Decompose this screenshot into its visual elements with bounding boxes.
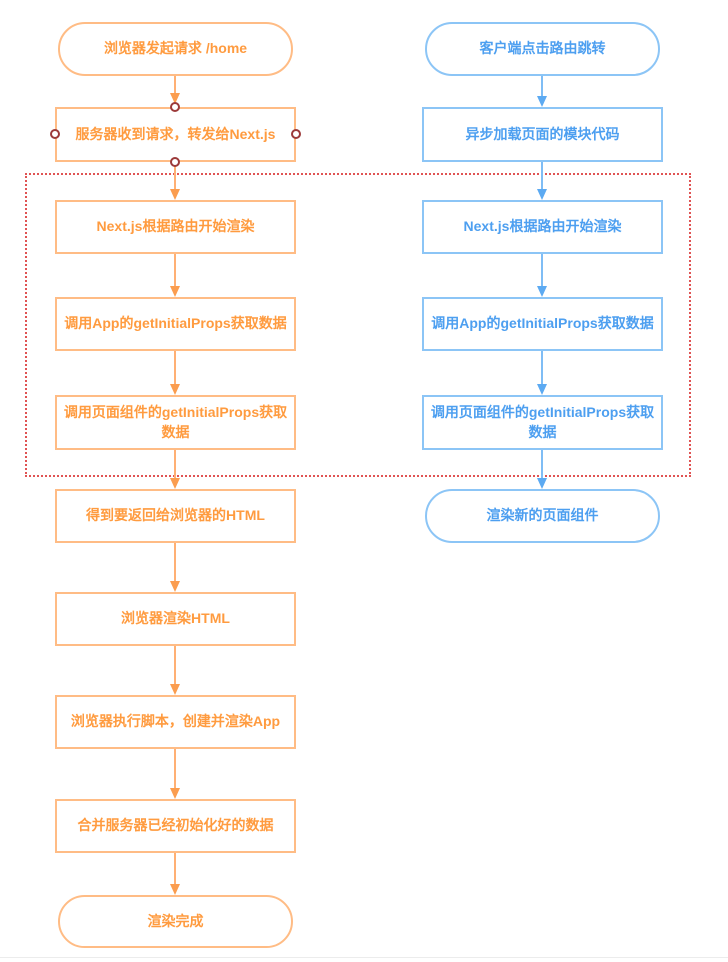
node-app-getinitialprops-client[interactable]: 调用App的getInitialProps获取数据: [422, 297, 663, 351]
selection-handle-top[interactable]: [170, 102, 180, 112]
flow-arrow[interactable]: [170, 254, 180, 297]
node-label: 调用App的getInitialProps获取数据: [431, 315, 654, 332]
node-label: 浏览器渲染HTML: [121, 610, 230, 627]
shared-render-steps-group-outline[interactable]: [25, 173, 691, 477]
node-label: 调用页面组件的getInitialProps获取数据: [63, 403, 288, 440]
node-label: 渲染完成: [147, 912, 204, 929]
node-label: 客户端点击路由跳转: [479, 40, 606, 57]
node-render-complete[interactable]: 渲染完成: [58, 895, 293, 948]
node-merge-server-initialized-data[interactable]: 合并服务器已经初始化好的数据: [55, 799, 296, 853]
node-html-for-browser[interactable]: 得到要返回给浏览器的HTML: [55, 489, 296, 543]
node-page-getinitialprops-client[interactable]: 调用页面组件的getInitialProps获取数据: [422, 395, 663, 450]
flow-arrow[interactable]: [170, 749, 180, 799]
node-label: Next.js根据路由开始渲染: [463, 218, 622, 235]
node-label: 合并服务器已经初始化好的数据: [77, 817, 274, 834]
node-label: Next.js根据路由开始渲染: [96, 218, 255, 235]
flow-arrow[interactable]: [170, 543, 180, 592]
flow-arrow[interactable]: [170, 646, 180, 695]
flow-arrow[interactable]: [170, 76, 180, 104]
node-page-getinitialprops-server[interactable]: 调用页面组件的getInitialProps获取数据: [55, 395, 296, 450]
node-async-load-page-modules[interactable]: 异步加载页面的模块代码: [422, 107, 663, 162]
node-app-getinitialprops-server[interactable]: 调用App的getInitialProps获取数据: [55, 297, 296, 351]
node-label: 浏览器发起请求 /home: [103, 40, 248, 57]
node-label: 服务器收到请求，转发给Next.js: [75, 125, 276, 142]
flow-arrow[interactable]: [170, 162, 180, 200]
flow-arrow[interactable]: [170, 450, 180, 489]
node-browser-request[interactable]: 浏览器发起请求 /home: [58, 22, 293, 76]
node-label: 异步加载页面的模块代码: [465, 125, 620, 142]
node-browser-exec-script-render-app[interactable]: 浏览器执行脚本，创建并渲染App: [55, 695, 296, 749]
selection-handle-bottom[interactable]: [170, 157, 180, 167]
flow-arrow[interactable]: [537, 450, 547, 489]
selection-handle-left[interactable]: [50, 129, 60, 139]
node-nextjs-route-render-server[interactable]: Next.js根据路由开始渲染: [55, 200, 296, 254]
node-label: 渲染新的页面组件: [486, 507, 599, 524]
node-nextjs-route-render-client[interactable]: Next.js根据路由开始渲染: [422, 200, 663, 254]
node-label: 得到要返回给浏览器的HTML: [86, 507, 265, 524]
flow-arrow[interactable]: [537, 254, 547, 297]
node-client-route-click[interactable]: 客户端点击路由跳转: [425, 22, 660, 76]
selection-handle-right[interactable]: [291, 129, 301, 139]
flow-arrow[interactable]: [170, 853, 180, 895]
flow-arrow[interactable]: [170, 351, 180, 395]
node-label: 浏览器执行脚本，创建并渲染App: [70, 713, 281, 730]
node-render-new-page-component[interactable]: 渲染新的页面组件: [425, 489, 660, 543]
node-label: 调用页面组件的getInitialProps获取数据: [430, 403, 655, 440]
node-label: 调用App的getInitialProps获取数据: [64, 315, 287, 332]
canvas-bottom-edge: [0, 957, 728, 958]
flow-arrow[interactable]: [537, 76, 547, 107]
node-browser-render-html[interactable]: 浏览器渲染HTML: [55, 592, 296, 646]
node-server-receive-forward-next[interactable]: 服务器收到请求，转发给Next.js: [55, 107, 296, 162]
flow-arrow[interactable]: [537, 351, 547, 395]
flow-arrow[interactable]: [537, 162, 547, 200]
